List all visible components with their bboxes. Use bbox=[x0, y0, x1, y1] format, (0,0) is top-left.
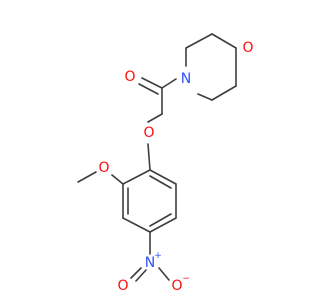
molecule-structure: O N O O O N + O O − bbox=[77, 33, 254, 294]
bond bbox=[161, 78, 177, 89]
bond bbox=[77, 171, 97, 183]
atom-o-nitro-left: O bbox=[117, 278, 128, 294]
bond bbox=[147, 143, 151, 171]
bond bbox=[138, 83, 159, 95]
bond bbox=[211, 33, 237, 49]
bond bbox=[149, 169, 177, 185]
atom-o-nitro-right: O bbox=[171, 278, 182, 294]
bond bbox=[122, 217, 151, 233]
bond bbox=[130, 267, 142, 279]
bond bbox=[122, 169, 151, 185]
bond bbox=[135, 269, 147, 282]
atom-o-carbonyl: O bbox=[124, 69, 135, 85]
bond-layer bbox=[77, 33, 237, 282]
bond bbox=[147, 113, 163, 123]
bond bbox=[211, 85, 237, 101]
atom-o-ether: O bbox=[143, 125, 154, 141]
bond bbox=[149, 217, 177, 233]
bond bbox=[149, 175, 172, 189]
bond bbox=[149, 213, 172, 227]
bond bbox=[185, 33, 213, 49]
atom-n-morpholine: N bbox=[181, 71, 191, 87]
charge-o-nitro-right: − bbox=[182, 274, 190, 284]
charge-n-nitro: + bbox=[154, 251, 162, 261]
atom-layer: O N O O O N + O O − bbox=[98, 40, 253, 294]
atom-o-morpholine: O bbox=[242, 40, 253, 56]
bond bbox=[111, 174, 124, 185]
bond bbox=[197, 93, 213, 101]
atom-o-methoxy: O bbox=[98, 160, 109, 176]
atom-n-nitro: N bbox=[145, 255, 155, 271]
bond bbox=[158, 267, 170, 281]
bond bbox=[141, 77, 163, 89]
